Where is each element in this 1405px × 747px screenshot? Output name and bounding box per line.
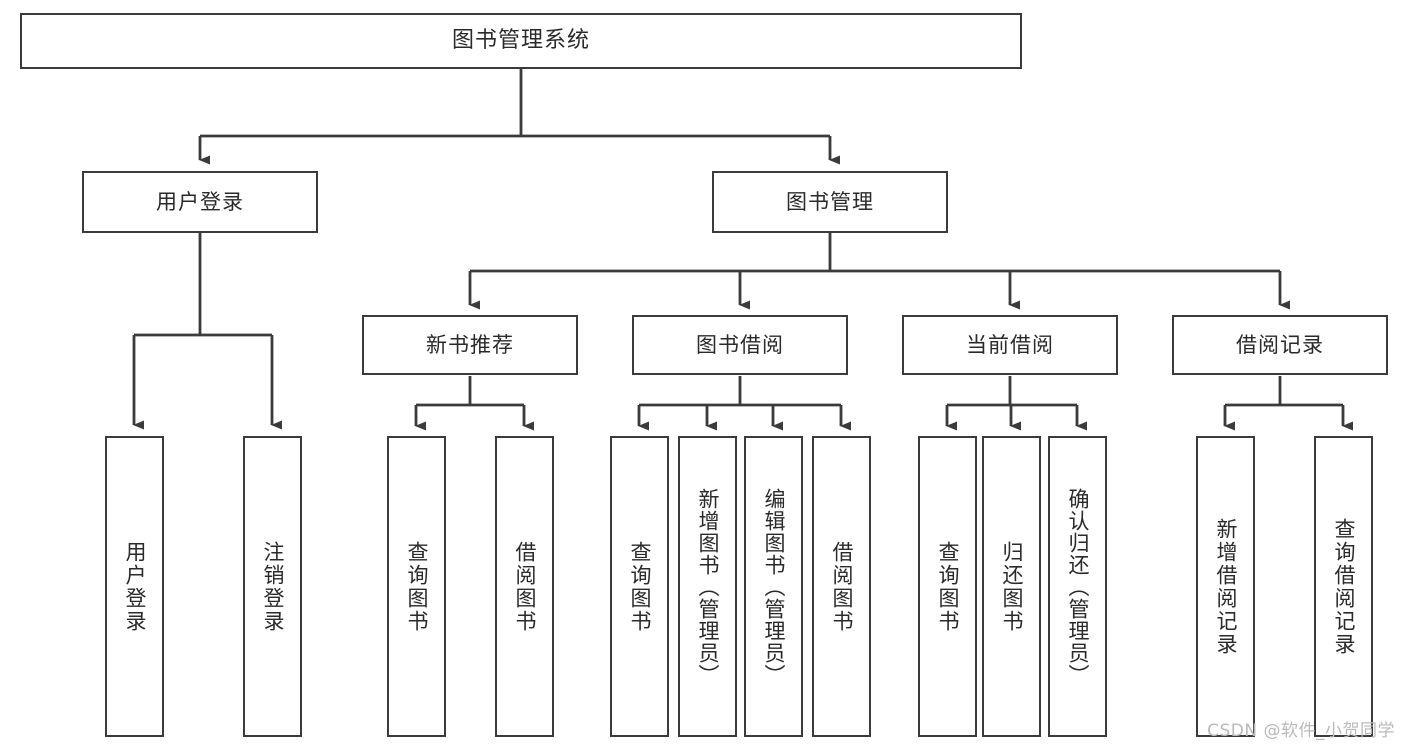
leaf-current-borrow-confirm-return[interactable]: 确认归还（管理员） xyxy=(1048,436,1107,737)
node-label: 借阅图书 xyxy=(830,540,854,633)
leaf-book-borrow-edit[interactable]: 编辑图书（管理员） xyxy=(744,436,803,737)
node-label: 当前借阅 xyxy=(966,332,1054,357)
node-label: 查询图书 xyxy=(405,540,429,633)
node-root-system[interactable]: 图书管理系统 xyxy=(20,13,1022,69)
node-label: 图书管理 xyxy=(786,189,874,214)
leaf-current-borrow-query[interactable]: 查询图书 xyxy=(918,436,977,737)
node-label: 确认归还（管理员） xyxy=(1066,487,1090,686)
node-label: 图书借阅 xyxy=(696,332,784,357)
node-label: 新增借阅记录 xyxy=(1214,517,1238,656)
node-label: 借阅图书 xyxy=(513,540,537,633)
node-label: 用户登录 xyxy=(123,540,147,633)
node-label: 新书推荐 xyxy=(426,332,514,357)
node-label: 用户登录 xyxy=(156,189,244,214)
node-current-borrow[interactable]: 当前借阅 xyxy=(902,315,1118,375)
node-label: 查询图书 xyxy=(628,540,652,633)
node-label: 图书管理系统 xyxy=(451,28,590,54)
leaf-new-book-query[interactable]: 查询图书 xyxy=(387,436,446,737)
leaf-borrow-record-add[interactable]: 新增借阅记录 xyxy=(1196,436,1255,737)
watermark: CSDN @软件_小贺同学 xyxy=(1207,721,1395,741)
leaf-borrow-record-query[interactable]: 查询借阅记录 xyxy=(1314,436,1373,737)
node-new-book-recommend[interactable]: 新书推荐 xyxy=(362,315,578,375)
node-label: 查询图书 xyxy=(936,540,960,633)
node-label: 新增图书（管理员） xyxy=(696,487,720,686)
node-label: 注销登录 xyxy=(261,540,285,633)
leaf-book-borrow-add[interactable]: 新增图书（管理员） xyxy=(678,436,737,737)
leaf-book-borrow-borrow[interactable]: 借阅图书 xyxy=(812,436,871,737)
node-user-login[interactable]: 用户登录 xyxy=(82,171,318,233)
node-label: 借阅记录 xyxy=(1236,332,1324,357)
node-borrow-record[interactable]: 借阅记录 xyxy=(1172,315,1388,375)
leaf-book-borrow-query[interactable]: 查询图书 xyxy=(610,436,669,737)
node-book-management[interactable]: 图书管理 xyxy=(712,171,948,233)
leaf-current-borrow-return[interactable]: 归还图书 xyxy=(982,436,1041,737)
leaf-user-login-login[interactable]: 用户登录 xyxy=(105,436,164,737)
node-label: 查询借阅记录 xyxy=(1332,517,1356,656)
leaf-user-login-logout[interactable]: 注销登录 xyxy=(243,436,302,737)
leaf-new-book-borrow[interactable]: 借阅图书 xyxy=(495,436,554,737)
node-book-borrow[interactable]: 图书借阅 xyxy=(632,315,848,375)
node-label: 归还图书 xyxy=(1000,540,1024,633)
node-label: 编辑图书（管理员） xyxy=(762,487,786,686)
